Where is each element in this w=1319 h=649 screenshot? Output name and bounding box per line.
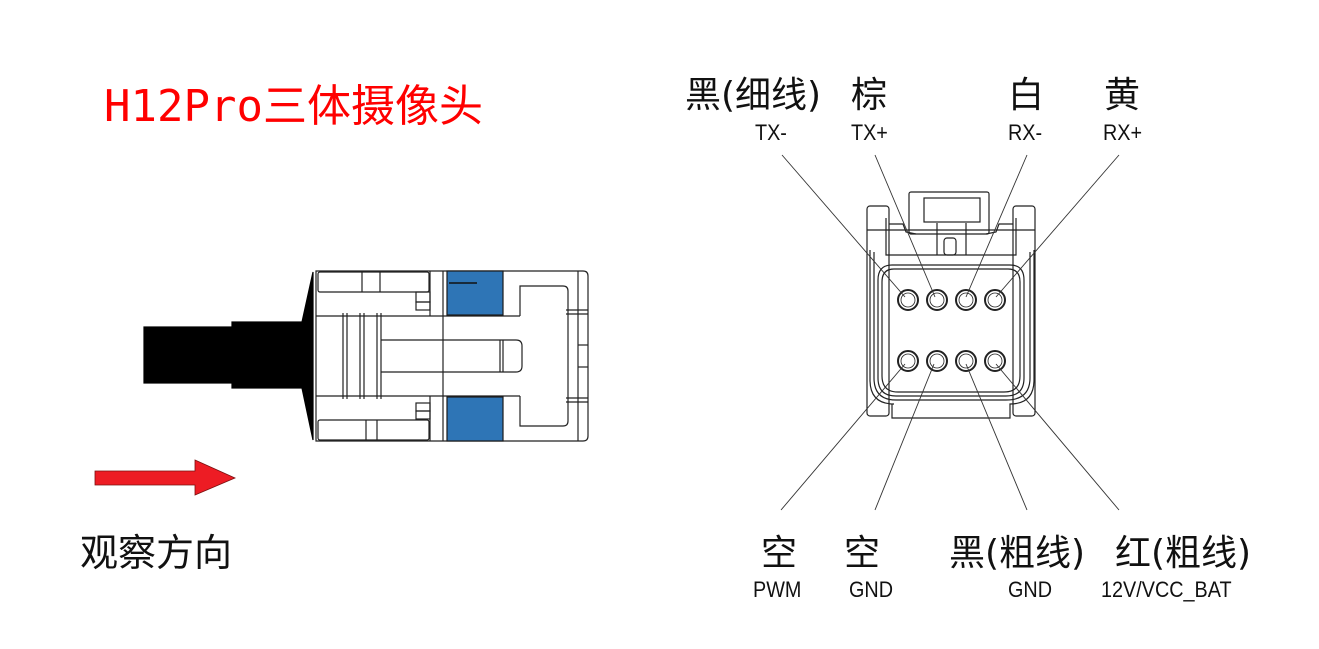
- pin-cavity: [877, 264, 1025, 397]
- connector-body: [869, 250, 1035, 419]
- arrow-right-icon: [94, 459, 236, 496]
- side-view-connector: [143, 270, 589, 442]
- pin-color-label-tx-plus: 棕: [851, 75, 888, 116]
- pin-color-label-rx-minus: 白: [1008, 75, 1045, 116]
- latch-top-blue: [446, 270, 504, 316]
- pin-grid: [897, 289, 1006, 372]
- front-window: [519, 285, 569, 427]
- leader-tx-plus: [874, 154, 936, 298]
- leader-rx-plus: [995, 154, 1120, 298]
- leader-rx-minus: [965, 154, 1028, 298]
- pin-color-label-rx-plus: 黄: [1104, 75, 1141, 116]
- cable: [143, 326, 235, 384]
- leader-12v: [995, 363, 1120, 511]
- view-direction-label: 观察方向: [80, 531, 233, 575]
- leader-gnd-1: [874, 363, 935, 511]
- pin-color-label-gnd-1: 空: [844, 533, 881, 574]
- pin-color-label-pwm: 空: [761, 533, 798, 574]
- pin-color-label-gnd-2: 黑(粗线): [949, 533, 1086, 574]
- leader-lines: [780, 154, 1120, 511]
- pin-signal-rx-plus: RX+: [1103, 120, 1143, 145]
- housing-outline: [315, 270, 589, 442]
- pin-color-label-tx-minus: 黑(细线): [685, 75, 822, 116]
- front-view-connector: [866, 191, 1036, 419]
- latch-arm: [381, 339, 523, 373]
- pin-signal-tx-minus: TX-: [755, 120, 787, 145]
- leader-pwm: [780, 363, 906, 511]
- pin-signal-gnd-1: GND: [849, 577, 894, 602]
- pin-signal-tx-plus: TX+: [851, 120, 888, 145]
- pin-signal-rx-minus: RX-: [1008, 120, 1043, 145]
- pin-signal-pwm: PWM: [753, 577, 802, 602]
- cable-boot: [231, 321, 305, 389]
- pin-signal-gnd-2: GND: [1008, 577, 1053, 602]
- latch-bottom-blue: [446, 396, 504, 442]
- pin-color-label-12v: 红(粗线): [1115, 533, 1252, 574]
- pin-signal-12v: 12V/VCC_BAT: [1101, 577, 1232, 602]
- cable-flare: [301, 271, 314, 441]
- leader-tx-minus: [781, 154, 906, 298]
- leader-gnd-2: [965, 363, 1028, 511]
- diagram-title: H12Pro三体摄像头: [104, 81, 483, 132]
